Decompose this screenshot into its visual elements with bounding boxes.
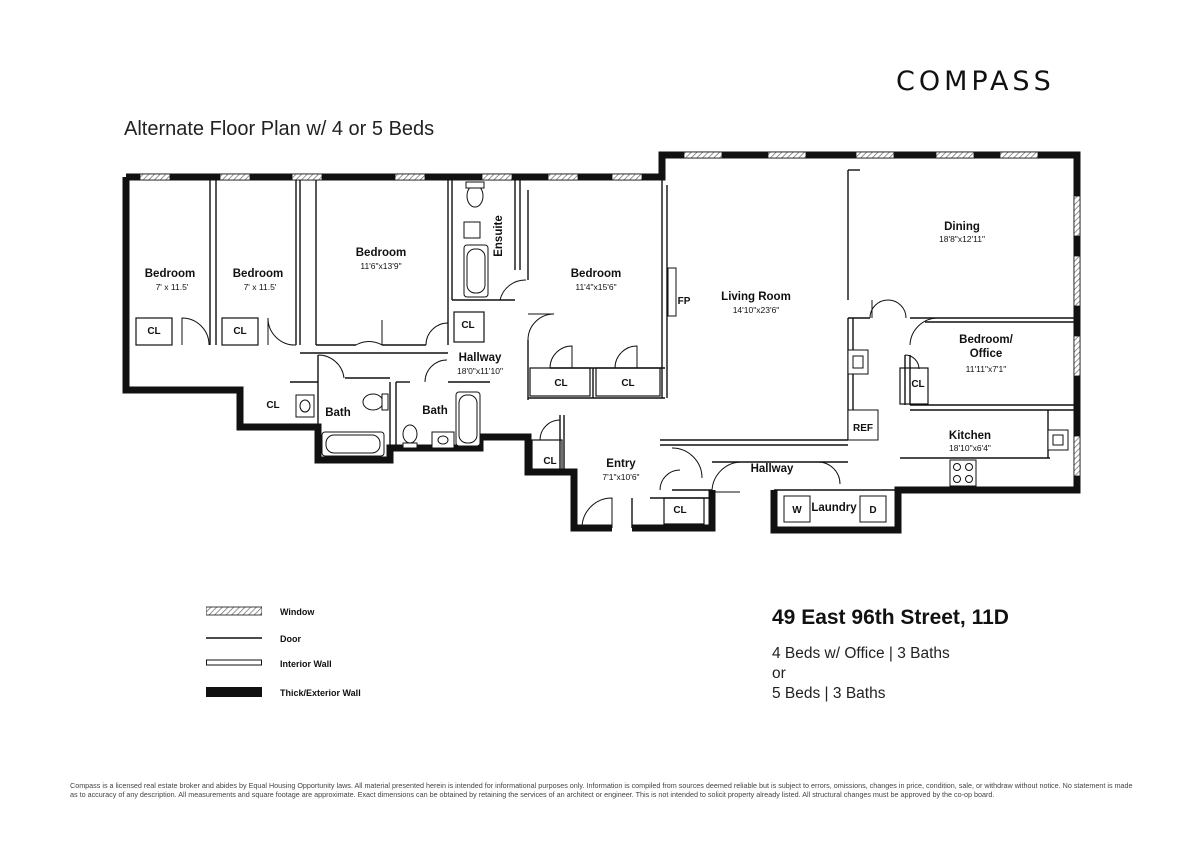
hallway-2-name: Hallway xyxy=(751,463,794,475)
bedroom-4-dim: 11'4"x15'6" xyxy=(575,282,616,292)
closet-label: CL xyxy=(554,378,567,389)
closet-label: CL xyxy=(673,505,686,516)
closet-label: CL xyxy=(621,378,634,389)
bedroom-3-dim: 11'6"x13'9" xyxy=(360,261,401,271)
bedroom-1-name: Bedroom xyxy=(145,268,195,280)
bedroom-2-name: Bedroom xyxy=(233,268,283,280)
entry-name: Entry xyxy=(606,458,636,470)
bedroom-3-name: Bedroom xyxy=(356,247,406,259)
closet-label: CL xyxy=(543,456,556,467)
closet-label: CL xyxy=(911,379,924,390)
closet-label: CL xyxy=(233,326,246,337)
bedroom-2-dim: 7' x 11.5' xyxy=(244,282,277,292)
bedroom-1-dim: 7' x 11.5' xyxy=(156,282,189,292)
closet-label: CL xyxy=(461,320,474,331)
windows xyxy=(139,151,1081,477)
fireplace-label: FP xyxy=(678,296,691,307)
exterior-wall-swatch xyxy=(206,687,262,697)
office-name-line2: Office xyxy=(970,348,1003,360)
hallway-1-dim: 18'0"x11'10" xyxy=(457,366,503,376)
door-swatch xyxy=(206,637,262,639)
legend-door-label: Door xyxy=(280,634,301,644)
legend-window-label: Window xyxy=(280,607,315,617)
office-dim: 11'11"x7'1" xyxy=(966,364,1007,374)
listing-address: 49 East 96th Street, 11D xyxy=(772,606,1009,629)
ensuite-name: Ensuite xyxy=(493,215,505,257)
bedroom-4-name: Bedroom xyxy=(571,268,621,280)
dining-dim: 18'8"x12'11" xyxy=(939,234,985,244)
living-room-name: Living Room xyxy=(721,291,791,303)
closets xyxy=(135,311,929,525)
bath-2-name: Bath xyxy=(422,405,448,417)
washer-label: W xyxy=(792,505,802,516)
dryer-label: D xyxy=(869,505,876,516)
listing-summary-line1: 4 Beds w/ Office | 3 Baths xyxy=(772,645,950,662)
dining-name: Dining xyxy=(944,221,980,233)
legal-disclaimer: Compass is a licensed real estate broker… xyxy=(70,781,1133,800)
laundry-name: Laundry xyxy=(811,502,857,514)
office-name-line1: Bedroom/ xyxy=(959,334,1013,346)
fixtures xyxy=(295,181,1069,523)
listing-summary-line3: 5 Beds | 3 Baths xyxy=(772,685,886,702)
closet-label: CL xyxy=(266,400,279,411)
hallway-1-name: Hallway xyxy=(459,352,502,364)
closet-label: CL xyxy=(147,326,160,337)
legend-exterior-wall-label: Thick/Exterior Wall xyxy=(280,688,361,698)
listing-summary-line2: or xyxy=(772,665,786,682)
living-room-dim: 14'10"x23'6" xyxy=(733,305,780,315)
refrigerator-label: REF xyxy=(853,423,873,434)
legend-interior-wall-label: Interior Wall xyxy=(280,659,332,669)
entry-dim: 7'1"x10'6" xyxy=(602,472,639,482)
interior-wall-swatch xyxy=(206,659,262,666)
compass-logo: COMPASS xyxy=(896,66,1055,97)
kitchen-name: Kitchen xyxy=(949,430,991,442)
plan-title: Alternate Floor Plan w/ 4 or 5 Beds xyxy=(124,118,435,140)
bath-1-name: Bath xyxy=(325,407,351,419)
kitchen-dim: 18'10"x6'4" xyxy=(949,443,991,453)
window-swatch xyxy=(206,606,262,616)
doors xyxy=(181,279,939,529)
